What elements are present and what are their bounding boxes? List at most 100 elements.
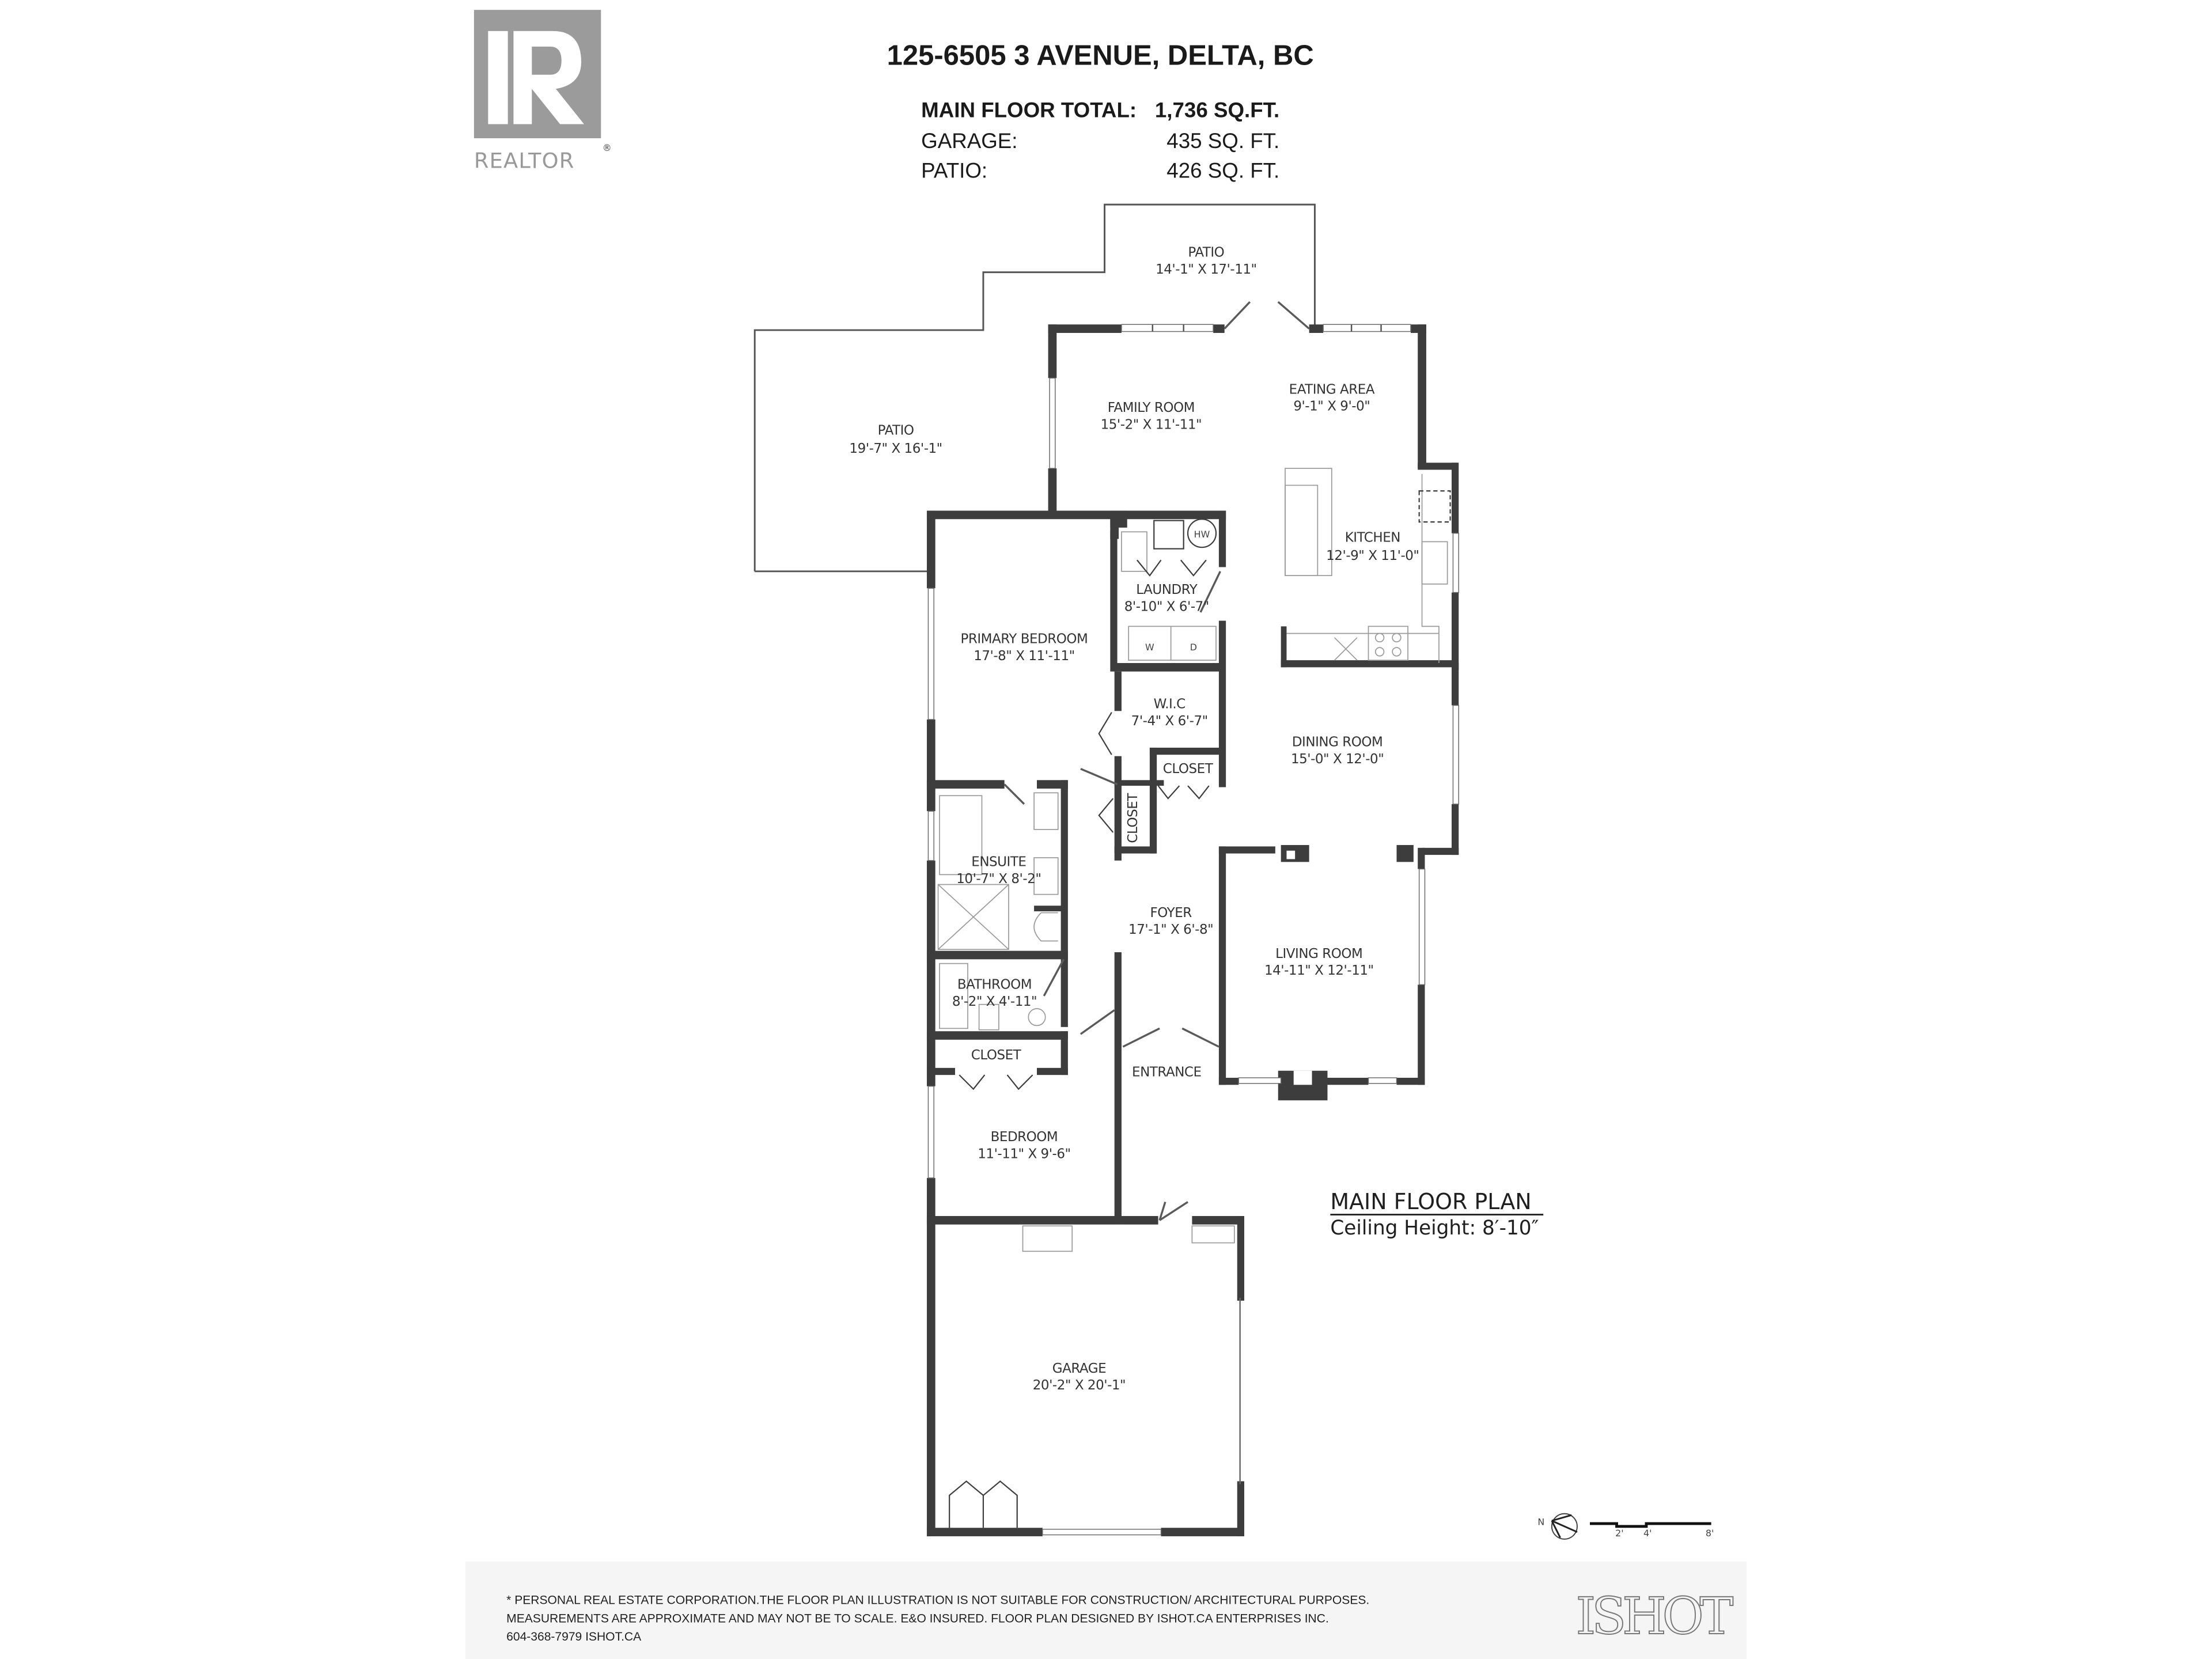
plan-title: MAIN FLOOR PLAN: [1330, 1189, 1531, 1214]
windows: [927, 324, 1459, 1536]
svg-text:CLOSET: CLOSET: [971, 1048, 1022, 1063]
water-heater-icon: [1187, 518, 1217, 548]
laundry-cabinet-icon: [1153, 520, 1184, 550]
svg-text:PRIMARY BEDROOM: PRIMARY BEDROOM: [960, 632, 1088, 647]
svg-text:FAMILY ROOM: FAMILY ROOM: [1108, 400, 1195, 415]
footer-contact: 604-368-7979 ISHOT.CA: [506, 1630, 641, 1643]
room-bedroom: BEDROOM 11'-11" X 9'-6": [978, 1130, 1071, 1162]
registered-mark: ®: [603, 142, 612, 153]
patio-door-left-icon: [1224, 301, 1251, 329]
svg-text:15'-2" X 11'-11": 15'-2" X 11'-11": [1101, 417, 1202, 432]
kitchen-island: [1285, 468, 1332, 577]
svg-text:GARAGE: GARAGE: [1052, 1361, 1106, 1376]
dryer-label: D: [1190, 642, 1197, 653]
patio-door-right-icon: [1277, 301, 1310, 329]
svg-text:10'-7" X 8'-2": 10'-7" X 8'-2": [956, 872, 1041, 887]
svg-text:EATING AREA: EATING AREA: [1289, 382, 1375, 397]
footer-disclaimer-1: * PERSONAL REAL ESTATE CORPORATION.THE F…: [506, 1593, 1369, 1607]
svg-text:DINING ROOM: DINING ROOM: [1292, 735, 1383, 750]
svg-text:BATHROOM: BATHROOM: [957, 978, 1032, 993]
room-garage: GARAGE 20'-2" X 20'-1": [1033, 1361, 1126, 1393]
room-ensuite: ENSUITE 10'-7" X 8'-2": [956, 855, 1041, 887]
area-value-patio: 426 SQ. FT.: [1166, 159, 1279, 183]
property-address: 125-6505 3 AVENUE, DELTA, BC: [887, 40, 1314, 71]
washer-dryer-icon: [1128, 626, 1217, 661]
bathroom-sink-icon: [1028, 1008, 1046, 1027]
stove-icon: [1368, 626, 1408, 661]
fridge-icon: [1418, 490, 1451, 523]
svg-text:11'-11" X 9'-6": 11'-11" X 9'-6": [978, 1147, 1070, 1162]
doors: [959, 301, 1310, 1221]
room-eating-area: EATING AREA 9'-1" X 9'-0": [1289, 382, 1376, 414]
laundry-door-icon: [1199, 571, 1221, 613]
svg-text:15'-0" X 12'-0": 15'-0" X 12'-0": [1291, 752, 1384, 767]
entrance-door-left-icon: [1122, 1027, 1160, 1048]
ensuite-toilet-icon: [1033, 912, 1058, 942]
room-patio-left: PATIO 19'-7" X 16'-1": [849, 423, 942, 456]
ensuite-door-icon: [1003, 783, 1025, 805]
svg-text:PATIO: PATIO: [1188, 245, 1224, 260]
plan-title-block: MAIN FLOOR PLAN Ceiling Height: 8′-10″: [1330, 1189, 1544, 1240]
dishwasher-icon: [1334, 637, 1358, 661]
svg-text:CLOSET: CLOSET: [1126, 793, 1141, 843]
room-foyer: FOYER 17'-1" X 6'-8": [1128, 906, 1214, 937]
ishot-logo: ISHOT: [1576, 1586, 1733, 1646]
room-closet-vertical: CLOSET: [1126, 793, 1141, 843]
svg-text:KITCHEN: KITCHEN: [1345, 530, 1400, 545]
room-bathroom: BATHROOM 8'-2" X 4'-11": [952, 978, 1037, 1009]
compass-north-label: N: [1537, 1516, 1544, 1527]
bedroom-closet-bifold-icon: [959, 1074, 1033, 1090]
realtor-r-glyph-icon: [513, 31, 584, 124]
room-dining-room: DINING ROOM 15'-0" X 12'-0": [1291, 735, 1384, 767]
svg-text:W.I.C: W.I.C: [1154, 696, 1185, 711]
entrance-door-right-icon: [1181, 1027, 1219, 1048]
svg-text:17'-8" X 11'-11": 17'-8" X 11'-11": [974, 649, 1075, 664]
bathroom-tub-icon: [939, 963, 968, 1029]
wic-bifold-door-icon: [1098, 712, 1112, 755]
svg-text:19'-7" X 16'-1": 19'-7" X 16'-1": [849, 441, 942, 456]
exterior-walls: [926, 324, 1459, 1536]
svg-text:PATIO: PATIO: [878, 423, 914, 438]
svg-text:ENSUITE: ENSUITE: [971, 855, 1026, 870]
area-value-garage: 435 SQ. FT.: [1166, 129, 1279, 153]
bathroom-door-icon: [1043, 959, 1065, 997]
realtor-logo: REALTOR ®: [474, 10, 612, 173]
room-primary-bedroom: PRIMARY BEDROOM 17'-8" X 11'-11": [960, 632, 1088, 664]
room-entrance: ENTRANCE: [1132, 1065, 1202, 1080]
area-label-garage: GARAGE:: [921, 129, 1017, 153]
scale-bar: 2' 4' 8': [1590, 1522, 1714, 1539]
svg-text:7'-4" X 6'-7": 7'-4" X 6'-7": [1131, 714, 1208, 729]
area-summary: MAIN FLOOR TOTAL: 1,736 SQ.FT. GARAGE: 4…: [921, 98, 1279, 182]
compass: N: [1537, 1513, 1578, 1540]
room-family-room: FAMILY ROOM 15'-2" X 11'-11": [1101, 400, 1202, 432]
room-labels: PATIO 14'-1" X 17'-11" PATIO 19'-7" X 16…: [849, 245, 1419, 1393]
realtor-wordmark: REALTOR: [474, 148, 575, 173]
room-closet-hall: CLOSET: [1163, 762, 1214, 777]
shower-icon: [937, 884, 1009, 950]
area-label-patio: PATIO:: [921, 159, 987, 183]
room-kitchen: KITCHEN 12'-9" X 11'-0": [1326, 530, 1419, 563]
bathroom-toilet-icon: [978, 1003, 999, 1031]
area-value-main: 1,736 SQ.FT.: [1155, 98, 1279, 122]
svg-text:9'-1" X 9'-0": 9'-1" X 9'-0": [1293, 399, 1370, 414]
garage-shelf-icon: [1022, 1225, 1073, 1252]
ceiling-height: Ceiling Height: 8′-10″: [1330, 1217, 1539, 1240]
room-patio-upper: PATIO 14'-1" X 17'-11": [1156, 245, 1257, 277]
area-label-main: MAIN FLOOR TOTAL:: [921, 98, 1137, 122]
washer-label: W: [1145, 642, 1154, 653]
vertical-closet-bifold-icon: [1098, 798, 1114, 833]
scale-bar-line: [1590, 1522, 1711, 1528]
svg-text:CLOSET: CLOSET: [1163, 762, 1214, 777]
svg-text:17'-1" X 6'-8": 17'-1" X 6'-8": [1128, 922, 1213, 937]
room-living-room: LIVING ROOM 14'-11" X 12'-11": [1264, 946, 1374, 978]
svg-text:14'-1" X 17'-11": 14'-1" X 17'-11": [1156, 262, 1257, 277]
ensuite-sink-2-icon: [1033, 857, 1059, 895]
scale-tick-4: 4': [1643, 1528, 1652, 1539]
footer-background: [465, 1562, 1747, 1659]
svg-text:12'-9" X 11'-0": 12'-9" X 11'-0": [1326, 548, 1419, 563]
svg-text:LAUNDRY: LAUNDRY: [1136, 582, 1198, 597]
garage-storage-icon: [949, 1480, 1018, 1528]
laundry-bifold-icon: [1137, 559, 1207, 577]
bathtub-icon: [939, 795, 983, 876]
room-laundry: LAUNDRY 8'-10" X 6'-7": [1124, 582, 1210, 614]
